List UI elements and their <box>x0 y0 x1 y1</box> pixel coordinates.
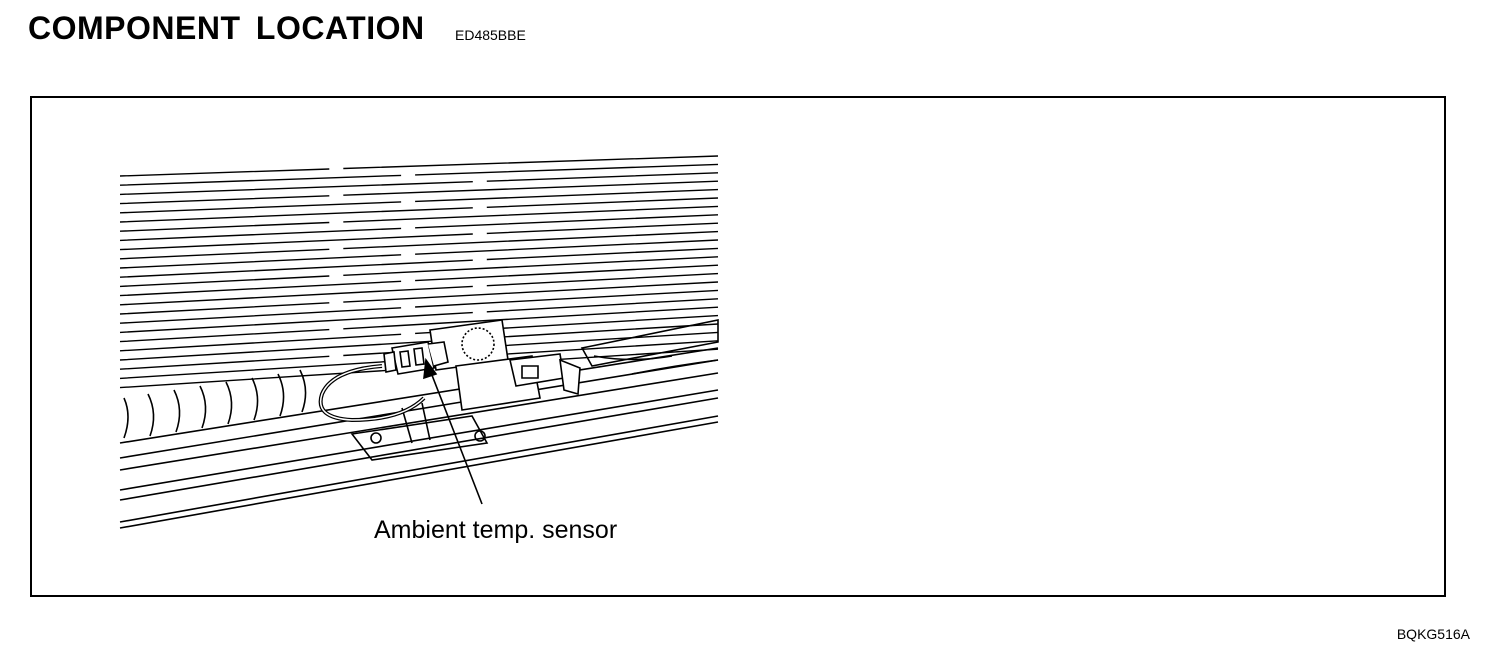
grille-slat <box>119 163 719 186</box>
grille-slat <box>119 197 719 223</box>
page-title: COMPONENT LOCATION <box>28 10 425 46</box>
grille-slat <box>119 230 719 260</box>
grille-slat <box>119 222 719 251</box>
grille-slat <box>119 155 719 177</box>
ambient-temp-sensor <box>383 341 449 375</box>
grille-slat <box>119 247 719 278</box>
grille-slat <box>119 239 719 269</box>
grille-slat <box>119 289 719 324</box>
figure-frame: Ambient temp. sensor <box>30 96 1446 597</box>
grille-slat <box>119 264 719 297</box>
grille-slat <box>119 205 719 232</box>
grille-slat <box>119 188 719 214</box>
grille-slat <box>119 306 719 343</box>
figure-code: BQKG516A <box>1396 626 1470 642</box>
bumper-structure <box>119 319 719 529</box>
callout-leader <box>423 357 483 505</box>
grille-slat <box>119 180 719 205</box>
grille-slat <box>119 172 719 196</box>
grille-slat <box>119 214 719 242</box>
grille-slat <box>119 298 719 334</box>
horn-assembly <box>429 319 581 411</box>
grille-slat <box>119 272 719 306</box>
grille-slat <box>119 323 719 361</box>
sensor-location-illustration <box>119 155 719 529</box>
grille-slat <box>119 256 719 288</box>
grille-slat <box>119 281 719 315</box>
document-code: ED485BBE <box>455 27 526 43</box>
callout-label: Ambient temp. sensor <box>374 516 618 544</box>
